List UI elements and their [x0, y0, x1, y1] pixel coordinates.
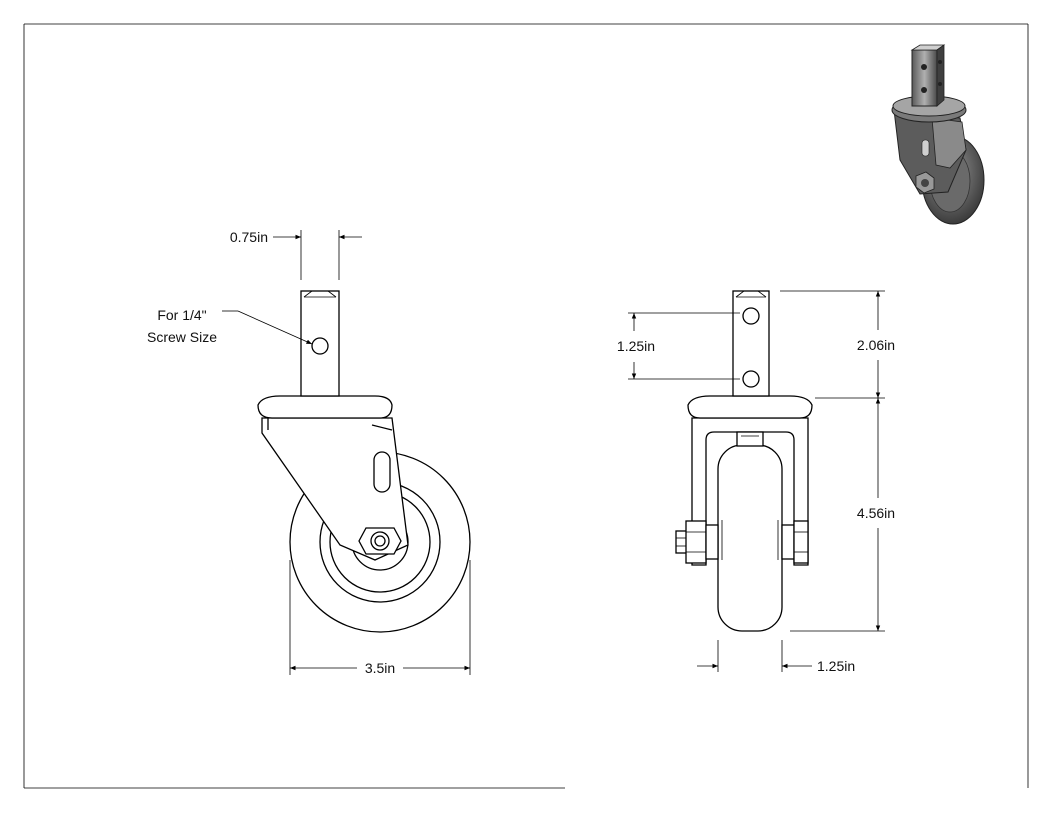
dim-stem-width	[273, 230, 362, 280]
side-axle-nut	[358, 527, 402, 555]
caster-isometric-render	[891, 44, 985, 225]
dim-hole-spacing	[628, 312, 740, 380]
front-top-plate	[687, 395, 813, 419]
front-swivel-bearing	[736, 431, 764, 447]
dim-wheel-width	[697, 640, 812, 672]
sheet-border	[23, 23, 1029, 789]
dim-wheel-diameter-label: 3.5in	[365, 660, 395, 676]
dim-wheel-width-label: 1.25in	[817, 658, 855, 674]
caster-front-view	[675, 290, 813, 632]
front-screw-hole-top	[742, 307, 760, 325]
side-bracket-slot	[373, 451, 391, 493]
screw-callout-leader	[222, 310, 313, 345]
front-axle-nut-left	[685, 520, 707, 564]
front-spacer-left	[705, 524, 719, 560]
dim-stem-height	[780, 290, 885, 399]
dim-hole-spacing-label: 1.25in	[617, 338, 655, 354]
caster-side-view	[257, 290, 471, 633]
side-screw-hole	[311, 337, 329, 355]
screw-callout-line2: Screw Size	[147, 329, 217, 345]
dim-stem-height-label: 2.06in	[857, 337, 895, 353]
dim-wheel-diameter	[289, 560, 471, 675]
dim-overall-height-label: 4.56in	[857, 505, 895, 521]
front-wheel	[717, 444, 783, 632]
front-spacer-right	[781, 524, 795, 560]
front-axle-nut-right	[793, 520, 809, 564]
screw-callout-line1: For 1/4"	[157, 307, 206, 323]
dim-stem-width-label: 0.75in	[230, 229, 268, 245]
front-screw-hole-bottom	[742, 370, 760, 388]
side-fork-bracket	[261, 417, 409, 561]
dim-overall-height	[790, 398, 885, 632]
side-top-plate	[257, 395, 393, 419]
